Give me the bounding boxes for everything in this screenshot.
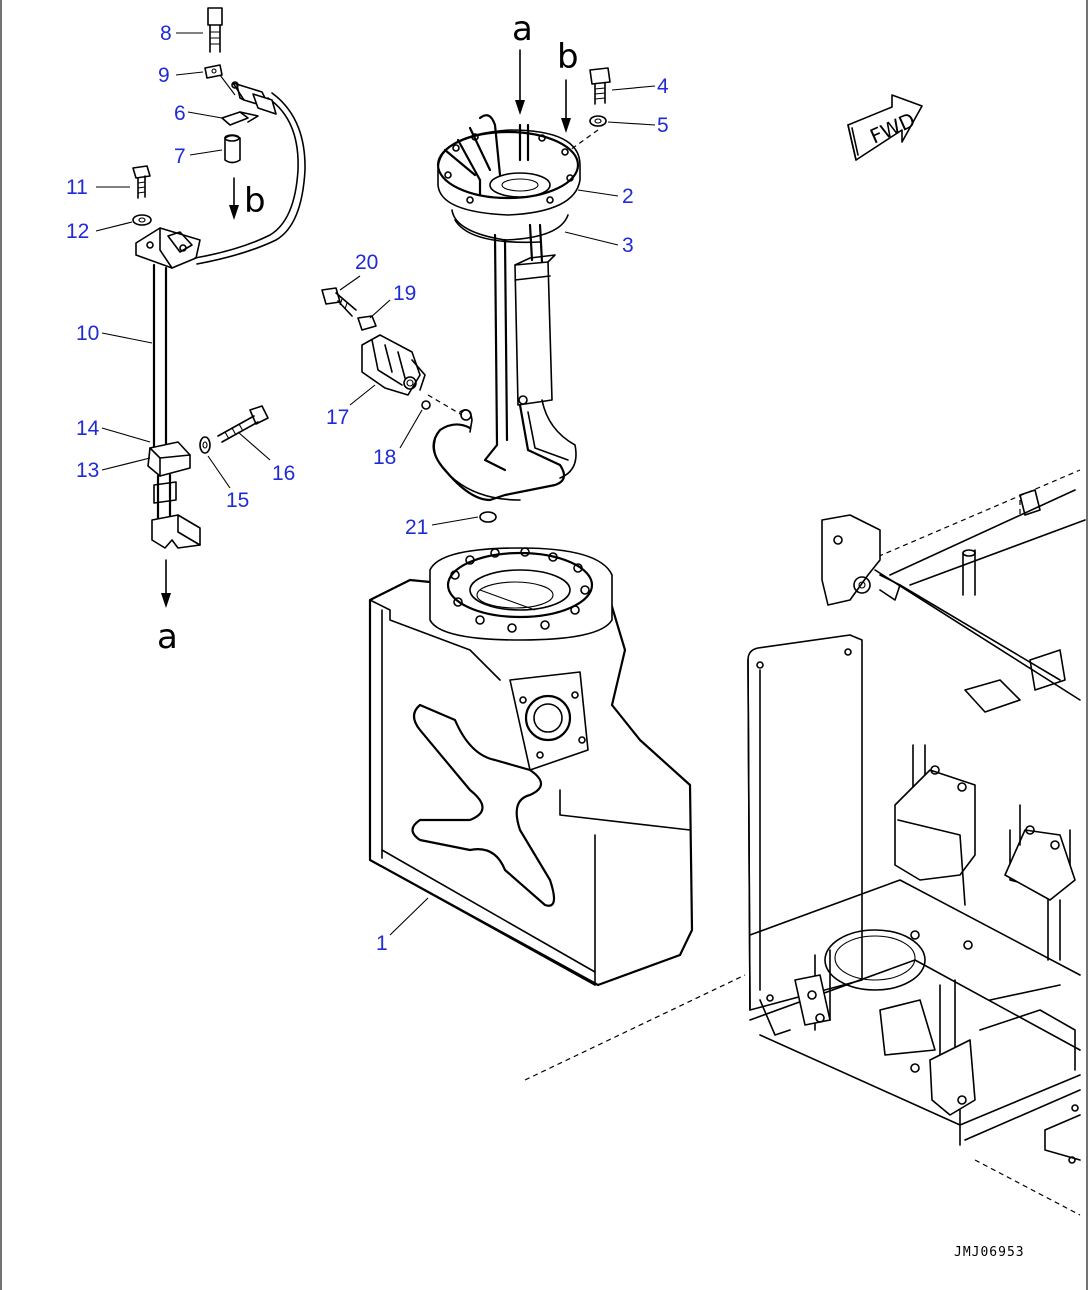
drawing-id: JMJ06953	[954, 1245, 1025, 1260]
callout-16: 16	[272, 462, 295, 485]
callout-3: 3	[622, 234, 634, 257]
small-fasteners-left	[204, 7, 259, 164]
callout-1: 1	[376, 932, 388, 955]
callout-19: 19	[393, 282, 416, 305]
callout-14: 14	[76, 417, 100, 440]
callout-12: 12	[66, 220, 89, 243]
callout-18: 18	[373, 446, 396, 469]
callout-6: 6	[174, 102, 186, 125]
callout-11: 11	[66, 176, 88, 199]
callout-8: 8	[160, 22, 172, 45]
callout-15: 15	[226, 489, 249, 512]
callout-9: 9	[158, 64, 170, 87]
view-arrows	[161, 49, 571, 608]
filter-block-parts	[321, 287, 497, 523]
bolt-16-washer-15	[199, 405, 269, 454]
callout-7: 7	[174, 145, 186, 168]
level-sensor-assembly	[132, 81, 306, 549]
callout-20: 20	[355, 251, 378, 274]
view-label-b-top: b	[557, 37, 579, 77]
leader-lines	[95, 32, 656, 936]
flange-bolt-holes	[450, 547, 590, 633]
bolt-4-washer-5	[569, 67, 611, 151]
machine-frame	[524, 469, 1086, 1216]
gauge-tube-assembly	[432, 114, 581, 502]
callout-17: 17	[326, 406, 349, 429]
callout-21: 21	[405, 516, 428, 539]
callout-2: 2	[622, 185, 634, 208]
fuel-tank	[368, 547, 694, 987]
view-label-a-top: a	[512, 9, 533, 49]
callout-4: 4	[657, 75, 669, 98]
callout-13: 13	[76, 459, 99, 482]
callout-10: 10	[76, 322, 99, 345]
callout-5: 5	[657, 114, 669, 137]
view-label-a-bottom: a	[157, 617, 178, 657]
fwd-arrow: FWD	[847, 94, 923, 161]
callouts: 8 9 6 7 11 12 10 14 13 15 16 20 19 17 18…	[66, 22, 669, 955]
view-label-b-left: b	[244, 181, 266, 221]
